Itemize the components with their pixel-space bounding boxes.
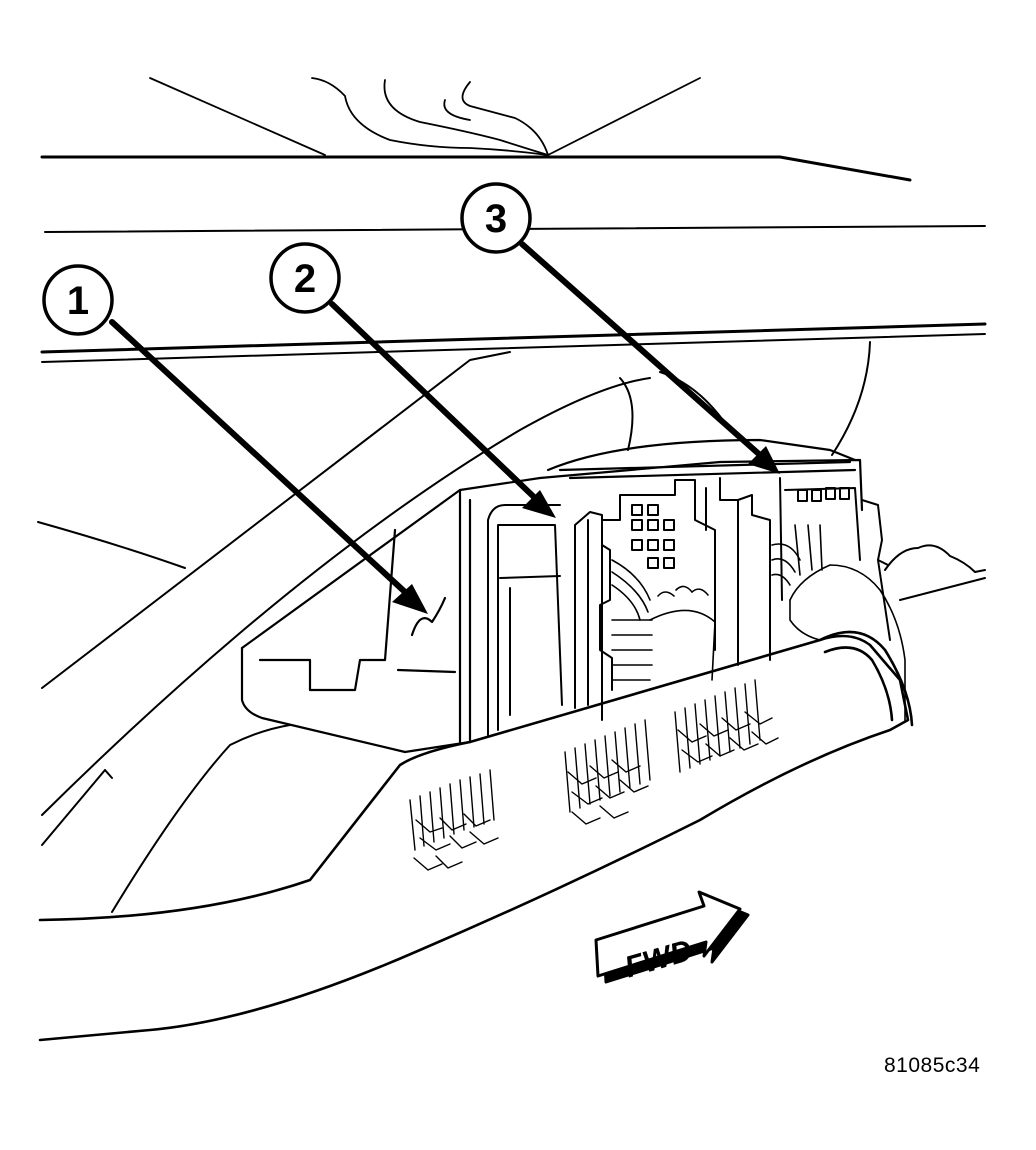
figure-id: 81085c34 bbox=[884, 1054, 981, 1077]
callout-1-label: 1 bbox=[67, 279, 89, 323]
harness-texture bbox=[409, 679, 779, 871]
leader-lines bbox=[109, 241, 763, 595]
harness-sleeve bbox=[38, 630, 914, 1042]
callout-3: 3 bbox=[460, 182, 532, 254]
leader-line-1 bbox=[109, 319, 408, 595]
callout-1: 1 bbox=[42, 264, 114, 336]
arrow-heads bbox=[392, 446, 780, 614]
callout-2-label: 2 bbox=[294, 257, 316, 301]
arrow-head-1 bbox=[392, 584, 428, 614]
upper-dash-outline bbox=[149, 77, 701, 156]
leader-line-3 bbox=[519, 241, 763, 458]
dash-panel-lines bbox=[40, 155, 987, 363]
connector-3-cavity bbox=[737, 477, 986, 661]
arrow-head-3 bbox=[748, 446, 780, 474]
connector-1-cavity bbox=[487, 504, 603, 736]
callout-2: 2 bbox=[269, 242, 341, 314]
fwd-direction-arrow: FWD bbox=[594, 890, 750, 985]
arrow-head-2 bbox=[522, 490, 556, 518]
fwd-arrow-body bbox=[594, 890, 742, 978]
wire-bundle-right bbox=[771, 524, 906, 721]
callout-3-label: 3 bbox=[485, 197, 507, 241]
connector-2-cavity bbox=[599, 477, 739, 691]
wire-bundle-middle bbox=[611, 559, 716, 681]
module-housing bbox=[240, 438, 864, 754]
leader-line-2 bbox=[329, 301, 538, 501]
wire-hook bbox=[410, 596, 447, 637]
